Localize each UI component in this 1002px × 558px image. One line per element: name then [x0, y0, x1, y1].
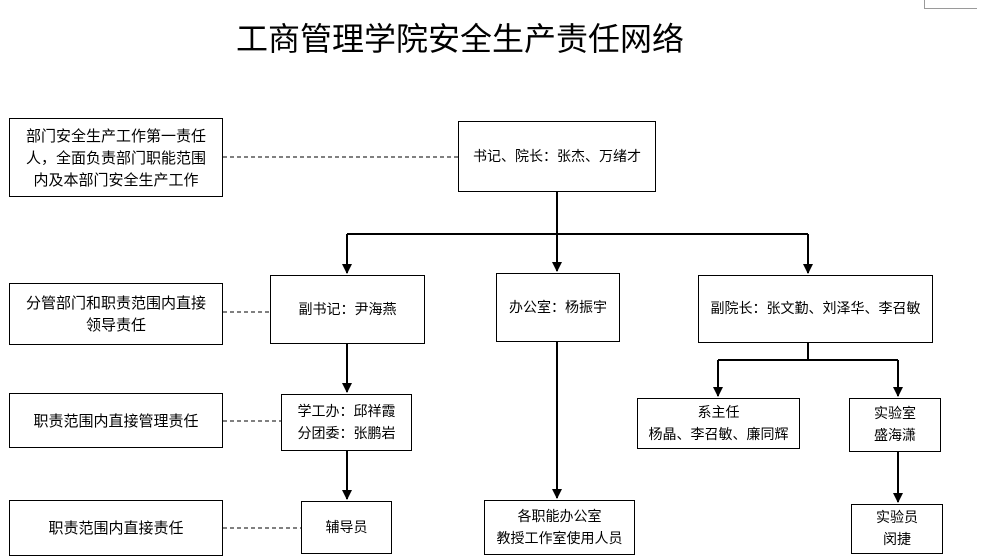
node-student-affairs: 学工办：邱祥霞 分团委：张鹏岩: [281, 394, 412, 451]
node-lab: 实验室 盛海潇: [849, 398, 941, 452]
node-counselor: 辅导员: [301, 501, 392, 554]
node-office: 办公室：杨振宇: [496, 273, 620, 342]
node-vice-deans: 副院长：张文勤、刘泽华、李召敏: [698, 275, 933, 343]
responsibility-level3: 职责范围内直接管理责任: [9, 393, 223, 448]
node-lab-staff: 实验员 闵捷: [851, 504, 943, 554]
page-title: 工商管理学院安全生产责任网络: [235, 20, 684, 58]
responsibility-level2: 分管部门和职责范围内直接 领导责任: [9, 283, 223, 345]
node-secretary-dean: 书记、院长：张杰、万绪才: [458, 121, 656, 192]
page-corner-mark: [924, 0, 977, 9]
responsibility-level1: 部门安全生产工作第一责任 人，全面负责部门职能范围 内及本部门安全生产工作: [9, 118, 223, 197]
responsibility-level4: 职责范围内直接责任: [9, 500, 223, 556]
node-dept-heads: 系主任 杨晶、李召敏、廉同辉: [637, 398, 800, 449]
node-offices-staff: 各职能办公室 教授工作室使用人员: [484, 500, 635, 555]
node-deputy-secretary: 副书记：尹海燕: [270, 275, 425, 344]
